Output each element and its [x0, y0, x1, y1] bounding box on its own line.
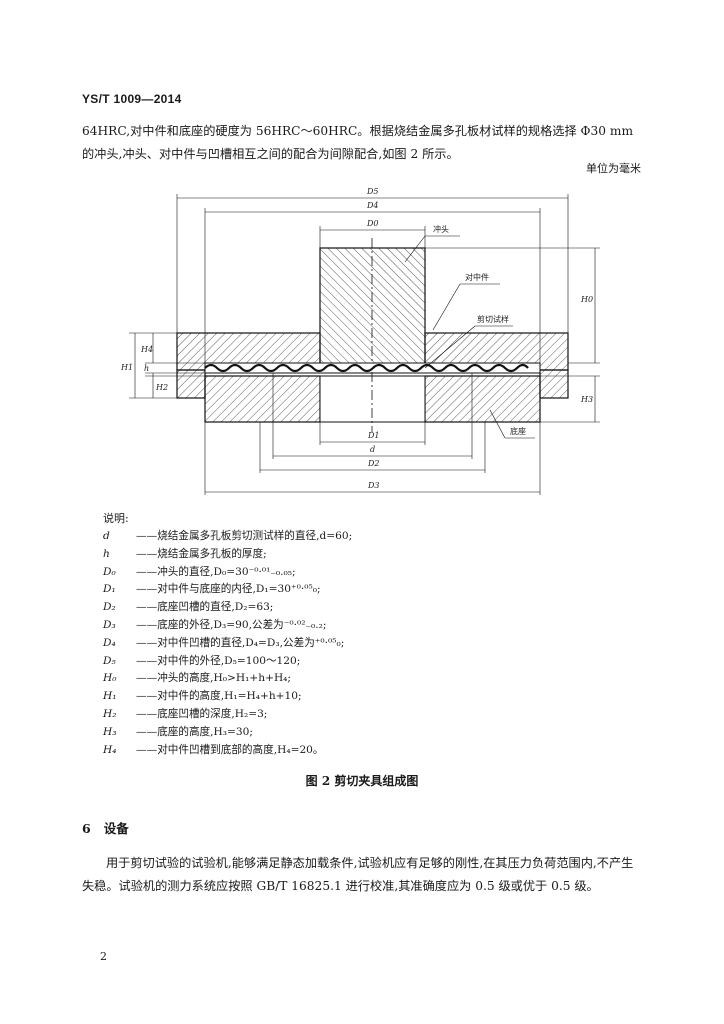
legend-item: H₄——对中件凹槽到底部的高度,H₄=20。: [103, 743, 324, 756]
legend-title: 说明:: [103, 512, 129, 525]
legend-item: D₄——对中件凹槽的直径,D₄=D₃,公差为⁺⁰·⁰⁵₀;: [103, 636, 345, 649]
dim-d5: D5: [366, 187, 379, 196]
legend-item: H₁——对中件的高度,H₁=H₄+h+10;: [103, 690, 302, 703]
legend-item: d——烧结金属多孔板剪切测试样的直径,d=60;: [103, 530, 353, 542]
specimen: [204, 362, 541, 374]
dim-h2: H2: [155, 383, 168, 392]
callout-specimen: 剪切试样: [477, 314, 509, 324]
section-paragraph: 用于剪切试验的试验机,能够满足静态加载条件,试验机应有足够的刚性,在其压力负荷范…: [82, 856, 634, 893]
dim-d: d: [370, 445, 375, 454]
dim-h: h: [144, 364, 149, 373]
section-title: 设备: [103, 821, 129, 836]
dim-d0: D0: [366, 219, 379, 228]
section-number: 6: [82, 821, 91, 836]
dim-h0: H0: [580, 295, 593, 304]
legend-item: D₁——对中件与底座的内径,D₁=30⁺⁰·⁰⁵₀;: [103, 583, 321, 596]
dim-h3: H3: [580, 395, 593, 404]
dim-h4: H4: [140, 345, 153, 354]
callout-punch: 冲头: [433, 224, 449, 234]
dim-d3: D3: [367, 481, 380, 490]
intro-paragraph: 64HRC,对中件和底座的硬度为 56HRC～60HRC。根据烧结金属多孔板材试…: [82, 124, 634, 161]
section-heading: 6 设备: [82, 818, 129, 837]
legend-item: D₅——对中件的外径,D₅=100～120;: [103, 654, 301, 667]
legend-item: D₀——冲头的直径,D₀=30⁻⁰·⁰¹₋₀.₀₅;: [103, 565, 296, 578]
legend-item: H₂——底座凹槽的深度,H₂=3;: [103, 707, 268, 720]
legend-item: D₂——底座凹槽的直径,D₂=63;: [103, 601, 274, 614]
callout-base: 底座: [510, 426, 526, 436]
dim-d4: D4: [366, 201, 379, 210]
page-number: 2: [100, 950, 107, 963]
standard-id: YS/T 1009—2014: [82, 92, 182, 106]
unit-note: 单位为毫米: [586, 162, 641, 175]
base: [204, 372, 541, 432]
dim-h1: H1: [120, 363, 133, 372]
punch: [319, 238, 426, 375]
shear-fixture-drawing: D5 D4 D0 D1 d D2 D3 H1 H4 h H2: [120, 187, 600, 495]
legend-list: d——烧结金属多孔板剪切测试样的直径,d=60; h——烧结金属多孔板的厚度; …: [103, 528, 623, 759]
dim-d2: D2: [367, 459, 380, 468]
dim-d1: D1: [367, 431, 380, 440]
legend-item: H₃——底座的高度,H₃=30;: [103, 725, 253, 738]
legend-item: h——烧结金属多孔板的厚度;: [103, 547, 267, 560]
legend-item: D₃——底座的外径,D₃=90,公差为⁻⁰·⁰²₋₀.₂;: [103, 618, 327, 631]
legend-item: H₀——冲头的高度,H₀>H₁+h+H₄;: [103, 672, 292, 685]
figure-caption: 图 2 剪切夹具组成图: [305, 774, 419, 788]
callout-centering: 对中件: [465, 272, 489, 282]
